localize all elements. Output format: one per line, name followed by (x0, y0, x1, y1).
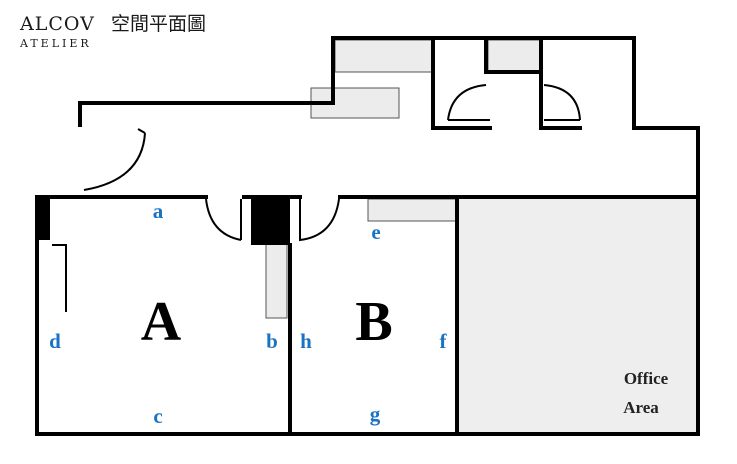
room-a-label: A (141, 291, 182, 353)
plan-title: 空間平面圖 (111, 13, 206, 35)
wall-label-a: a (153, 199, 164, 223)
office-area (458, 199, 697, 433)
wall-label-f: f (440, 329, 448, 353)
room-a-door-arc (205, 198, 242, 241)
wall-label-c: c (153, 404, 162, 428)
brand-name: ALCOV (19, 13, 95, 35)
column-middle (251, 199, 290, 245)
wc-door-left-arc (447, 84, 487, 121)
wall-label-h: h (300, 329, 312, 353)
room-a-partition (52, 244, 67, 312)
top-cabinet (334, 39, 433, 73)
room-b-door (299, 198, 340, 242)
outer-wall (35, 36, 700, 436)
wc-cabinet (487, 39, 541, 73)
room-b-label: B (355, 291, 392, 353)
wall-label-d: d (49, 329, 61, 353)
column-left (37, 199, 50, 240)
entry-door-arc (83, 132, 146, 191)
wall-label-b: b (266, 329, 278, 353)
room-b-shelf (367, 198, 459, 222)
office-label-line2: Area (623, 398, 659, 417)
brand-sub: ATELIER (19, 37, 92, 50)
wc-niche (484, 36, 543, 74)
wall-label-e: e (371, 220, 380, 244)
wall-label-g: g (370, 402, 381, 426)
entry-door-leaf (137, 128, 146, 134)
wc-door-right-arc (543, 84, 581, 121)
room-a-side-cabinet (265, 243, 288, 319)
office-label-line1: Office (624, 369, 669, 388)
